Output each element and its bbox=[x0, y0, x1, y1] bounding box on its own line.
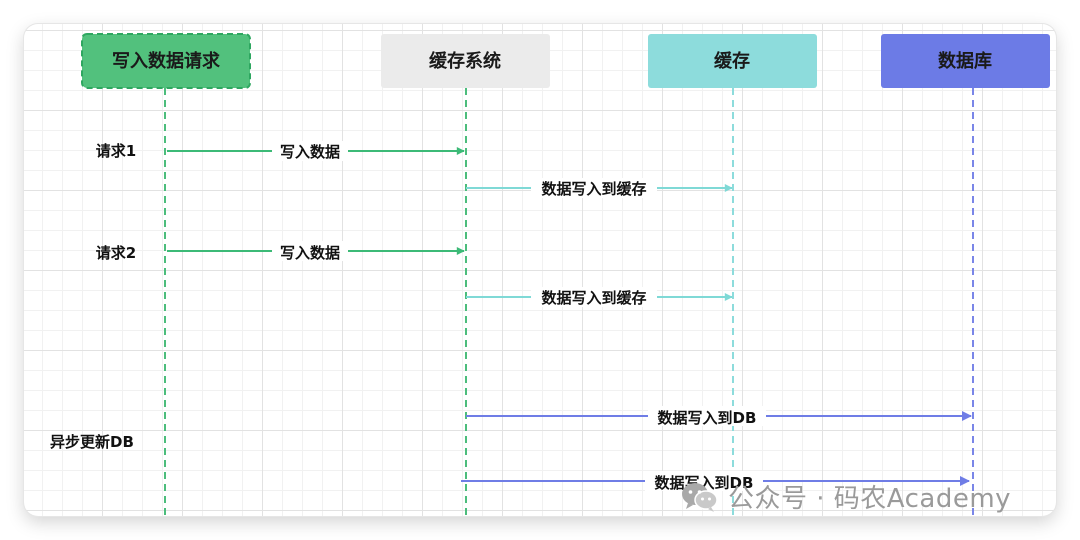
message-label: 写入数据 bbox=[280, 143, 340, 161]
label-async-update-db: 异步更新DB bbox=[50, 433, 134, 451]
message-write-cache-1: 数据写入到缓存 bbox=[466, 178, 733, 198]
message-write-data-2: 写入数据 bbox=[167, 241, 465, 262]
message-label: 数据写入到DB bbox=[658, 409, 757, 427]
message-label: 数据写入到DB bbox=[655, 474, 754, 492]
participant-label: 数据库 bbox=[938, 50, 992, 72]
message-write-db-1: 数据写入到DB bbox=[466, 406, 972, 427]
wechat-icon bbox=[682, 482, 718, 512]
participant-write-request: 写入数据请求 bbox=[81, 33, 251, 89]
participant-label: 缓存系统 bbox=[429, 50, 501, 72]
label-request-1: 请求1 bbox=[96, 142, 136, 160]
message-write-cache-2: 数据写入到缓存 bbox=[466, 287, 733, 307]
diagram-canvas bbox=[24, 24, 1056, 516]
watermark-text: 公众号 · 码农Academy bbox=[728, 484, 1012, 514]
participant-label: 缓存 bbox=[714, 50, 750, 72]
message-label: 数据写入到缓存 bbox=[541, 180, 646, 198]
message-write-db-2: 数据写入到DB bbox=[461, 471, 970, 492]
participant-database: 数据库 bbox=[881, 34, 1050, 88]
participant-label: 写入数据请求 bbox=[112, 50, 221, 72]
watermark: 公众号 · 码农Academy bbox=[680, 478, 1011, 515]
participant-cache-system: 缓存系统 bbox=[381, 34, 550, 88]
label-request-2: 请求2 bbox=[96, 244, 136, 262]
message-label: 数据写入到缓存 bbox=[541, 289, 646, 307]
message-label: 写入数据 bbox=[280, 244, 340, 262]
message-write-data-1: 写入数据 bbox=[167, 141, 465, 161]
participant-cache: 缓存 bbox=[648, 34, 817, 88]
